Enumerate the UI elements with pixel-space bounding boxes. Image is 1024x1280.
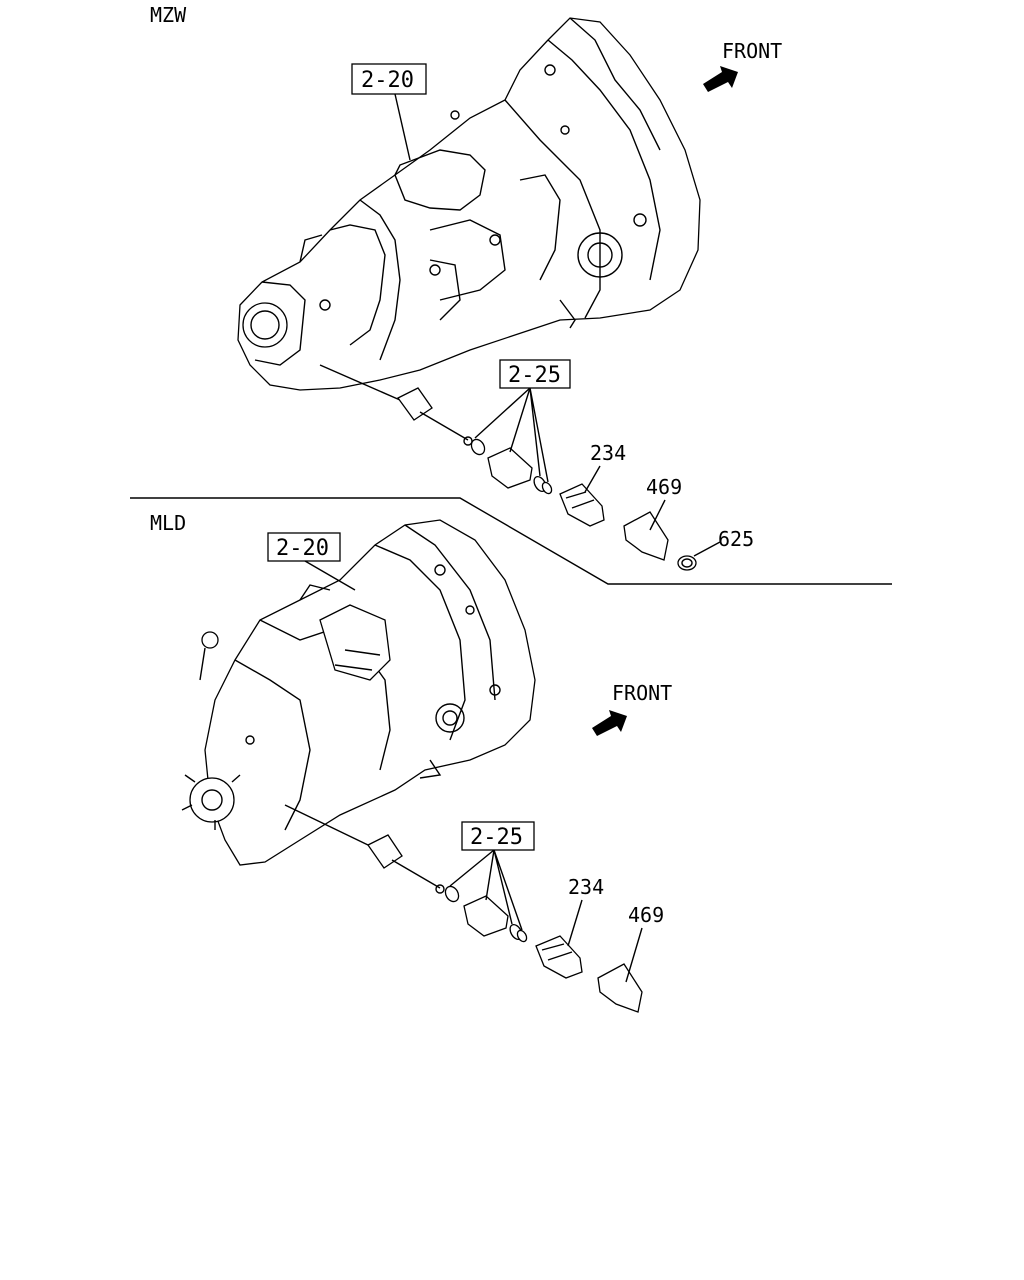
leader-line: [584, 465, 601, 493]
gear-ref-box-mld: [461, 821, 535, 851]
part-number-234-mzw: 234: [590, 441, 626, 465]
variant-label-mld: MLD: [150, 511, 186, 535]
leader-line: [693, 541, 721, 557]
leader-line: [649, 499, 666, 531]
part-469-mzw: [623, 511, 669, 561]
part-234-mzw: [559, 483, 605, 527]
leader-line: [304, 560, 356, 591]
transmission-mld: [181, 519, 536, 866]
leader-line: [625, 927, 643, 983]
leader-line: [449, 849, 523, 931]
assembly-ref-mzw: 2-20: [361, 68, 414, 93]
part-number-625-mzw: 625: [718, 527, 754, 551]
variant-label-mzw: MZW: [150, 3, 187, 27]
part-625-mzw: [677, 555, 697, 571]
leader-line: [394, 93, 411, 161]
part-number-469-mzw: 469: [646, 475, 682, 499]
assembly-ref-mld: 2-20: [276, 536, 329, 561]
front-label-mld: FRONT: [612, 681, 672, 705]
speedo-gear-mld: [284, 804, 528, 943]
gear-ref-mzw: 2-25: [508, 363, 561, 388]
leader-line: [474, 387, 549, 483]
assembly-ref-box-mld: [267, 532, 341, 562]
transmission-mzw: [237, 17, 701, 391]
front-arrow-icon: [703, 66, 738, 92]
front-label-mzw: FRONT: [722, 39, 782, 63]
front-arrow-icon: [592, 710, 627, 736]
part-number-234-mld: 234: [568, 875, 604, 899]
assembly-ref-box-mzw: [351, 63, 427, 95]
part-number-469-mld: 469: [628, 903, 664, 927]
gear-ref-mld: 2-25: [470, 825, 523, 850]
leader-line: [567, 899, 583, 947]
part-469-mld: [597, 963, 643, 1013]
gear-ref-box-mzw: [499, 359, 571, 389]
part-234-mld: [535, 935, 583, 979]
speedo-gear-mzw: [319, 364, 553, 495]
section-divider: [130, 497, 892, 585]
